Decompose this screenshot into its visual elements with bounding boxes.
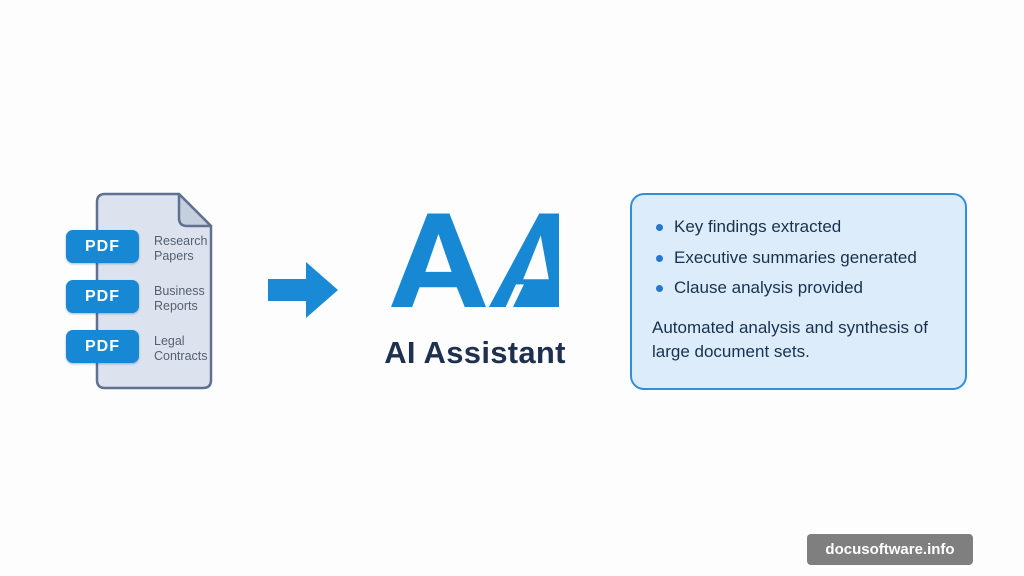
right-arrow-icon (268, 262, 338, 318)
bullet-dot-icon (656, 285, 663, 292)
folded-corner (177, 192, 213, 228)
pdf-badge: PDF (66, 280, 139, 313)
bullet-text: Clause analysis provided (674, 278, 863, 297)
pdf-badge: PDF (66, 330, 139, 363)
watermark-badge: docusoftware.info (807, 534, 973, 565)
bullet-item: Key findings extracted (652, 212, 947, 243)
document-type-label: Business Reports (154, 284, 205, 314)
ai-assistant: AI Assistant (340, 212, 610, 371)
assistant-name: AI Assistant (384, 335, 566, 370)
document-stack: PDF PDF PDF Research Papers Business Rep… (66, 192, 226, 394)
output-panel: Key findings extracted Executive summari… (630, 193, 967, 390)
bullet-dot-icon (656, 254, 663, 262)
panel-summary: Automated analysis and synthesis of larg… (652, 317, 928, 362)
pdf-badge: PDF (66, 230, 139, 263)
bullet-item: Executive summaries generated (652, 243, 947, 274)
bullet-text: Executive summaries generated (674, 247, 917, 267)
document-type-label: Research Papers (154, 234, 208, 264)
output-bullet-list: Key findings extracted Executive summari… (652, 212, 947, 304)
bullet-dot-icon (656, 224, 663, 231)
bullet-item: Clause analysis provided (652, 273, 947, 304)
aa-logo-icon (391, 213, 559, 307)
document-type-label: Legal Contracts (154, 334, 208, 364)
bullet-text: Key findings extracted (674, 217, 842, 236)
